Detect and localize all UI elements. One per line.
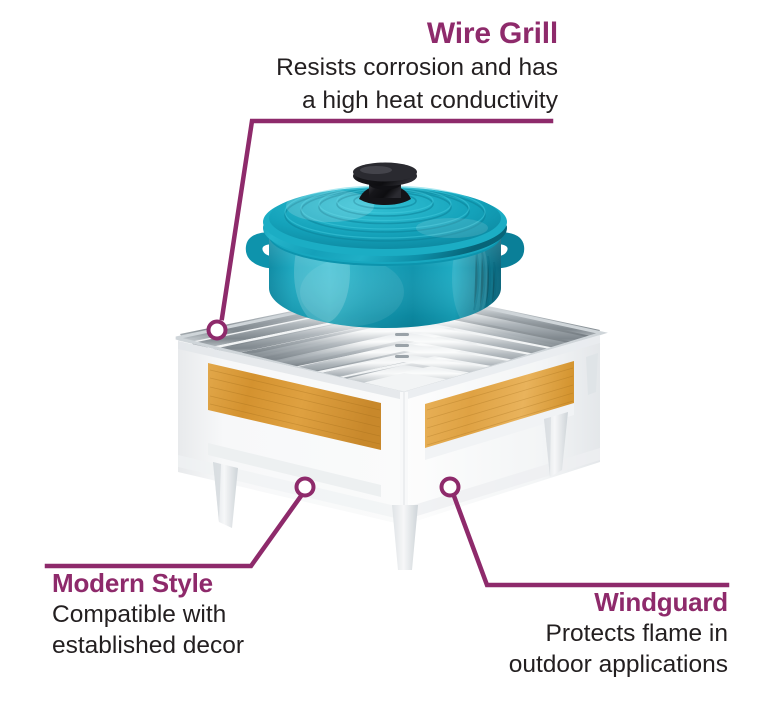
callout-windguard-desc-line1: Protects flame in bbox=[545, 619, 728, 647]
leg-front bbox=[392, 505, 418, 570]
callout-wire-grill-desc-line2: a high heat conductivity bbox=[301, 86, 558, 114]
callout-modern-style: Modern Style Compatible with established… bbox=[52, 568, 312, 661]
callout-modern-style-title: Modern Style bbox=[52, 568, 213, 598]
pot-knob bbox=[353, 162, 417, 205]
callout-windguard-desc-line2: outdoor applications bbox=[508, 651, 728, 679]
callout-modern-style-desc-line2: established decor bbox=[52, 632, 245, 660]
callout-modern-style-desc-line1: Compatible with bbox=[52, 600, 227, 628]
leg-back bbox=[586, 353, 598, 395]
callout-wire-grill-desc-line1: Resists corrosion and has bbox=[276, 53, 558, 81]
callout-wire-grill-title: Wire Grill bbox=[426, 17, 558, 50]
callout-windguard-title: Windguard bbox=[594, 587, 728, 617]
callout-windguard: Windguard Protects flame in outdoor appl… bbox=[440, 587, 728, 680]
callout-wire-grill: Wire Grill Resists corrosion and has a h… bbox=[228, 18, 558, 116]
